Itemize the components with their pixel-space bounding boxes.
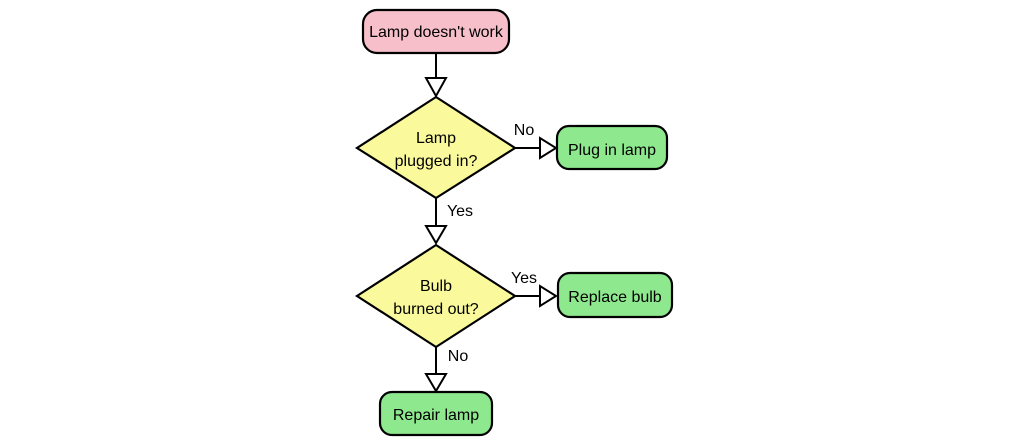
action-plug-label: Plug in lamp (568, 142, 656, 159)
decision-bulb-shape (354, 243, 518, 349)
decision-bulb-label-line2: burned out? (393, 301, 479, 318)
start-node-label: Lamp doesn't work (369, 24, 504, 41)
edge-label-no-2: No (448, 348, 469, 365)
edge-bulb-no: No (424, 347, 469, 393)
edge-start-to-plugged (424, 53, 448, 99)
action-repair-label: Repair lamp (393, 407, 479, 424)
start-node-shape (361, 8, 511, 55)
arrowhead-right-icon (539, 284, 558, 308)
node-action-plug: Plug in lamp (555, 124, 669, 171)
decision-bulb-label-line1: Bulb (420, 278, 452, 295)
arrowhead-right-icon (539, 136, 558, 160)
arrowhead-down-icon (424, 373, 448, 393)
action-replace-label: Replace bulb (568, 289, 662, 306)
decision-plugged-label-line2: plugged in? (395, 153, 478, 170)
arrowhead-down-icon (424, 77, 448, 99)
node-action-repair: Repair lamp (378, 390, 494, 437)
node-decision-bulb: Bulb burned out? (354, 243, 518, 349)
node-action-replace: Replace bulb (556, 271, 674, 319)
action-plug-shape (555, 124, 669, 171)
edge-label-yes-2: Yes (511, 270, 537, 287)
decision-plugged-shape (354, 95, 518, 200)
edge-plugged-yes: Yes (424, 198, 473, 245)
node-decision-plugged: Lamp plugged in? (354, 95, 518, 200)
edge-label-yes-1: Yes (447, 203, 473, 220)
action-replace-shape (556, 271, 674, 319)
arrowhead-down-icon (424, 225, 448, 245)
edge-label-no-1: No (514, 122, 535, 139)
edge-bulb-yes: Yes (511, 270, 558, 308)
decision-plugged-label-line1: Lamp (416, 130, 456, 147)
action-repair-shape (378, 390, 494, 437)
edge-plugged-no: No (514, 122, 558, 160)
node-start: Lamp doesn't work (361, 8, 511, 55)
